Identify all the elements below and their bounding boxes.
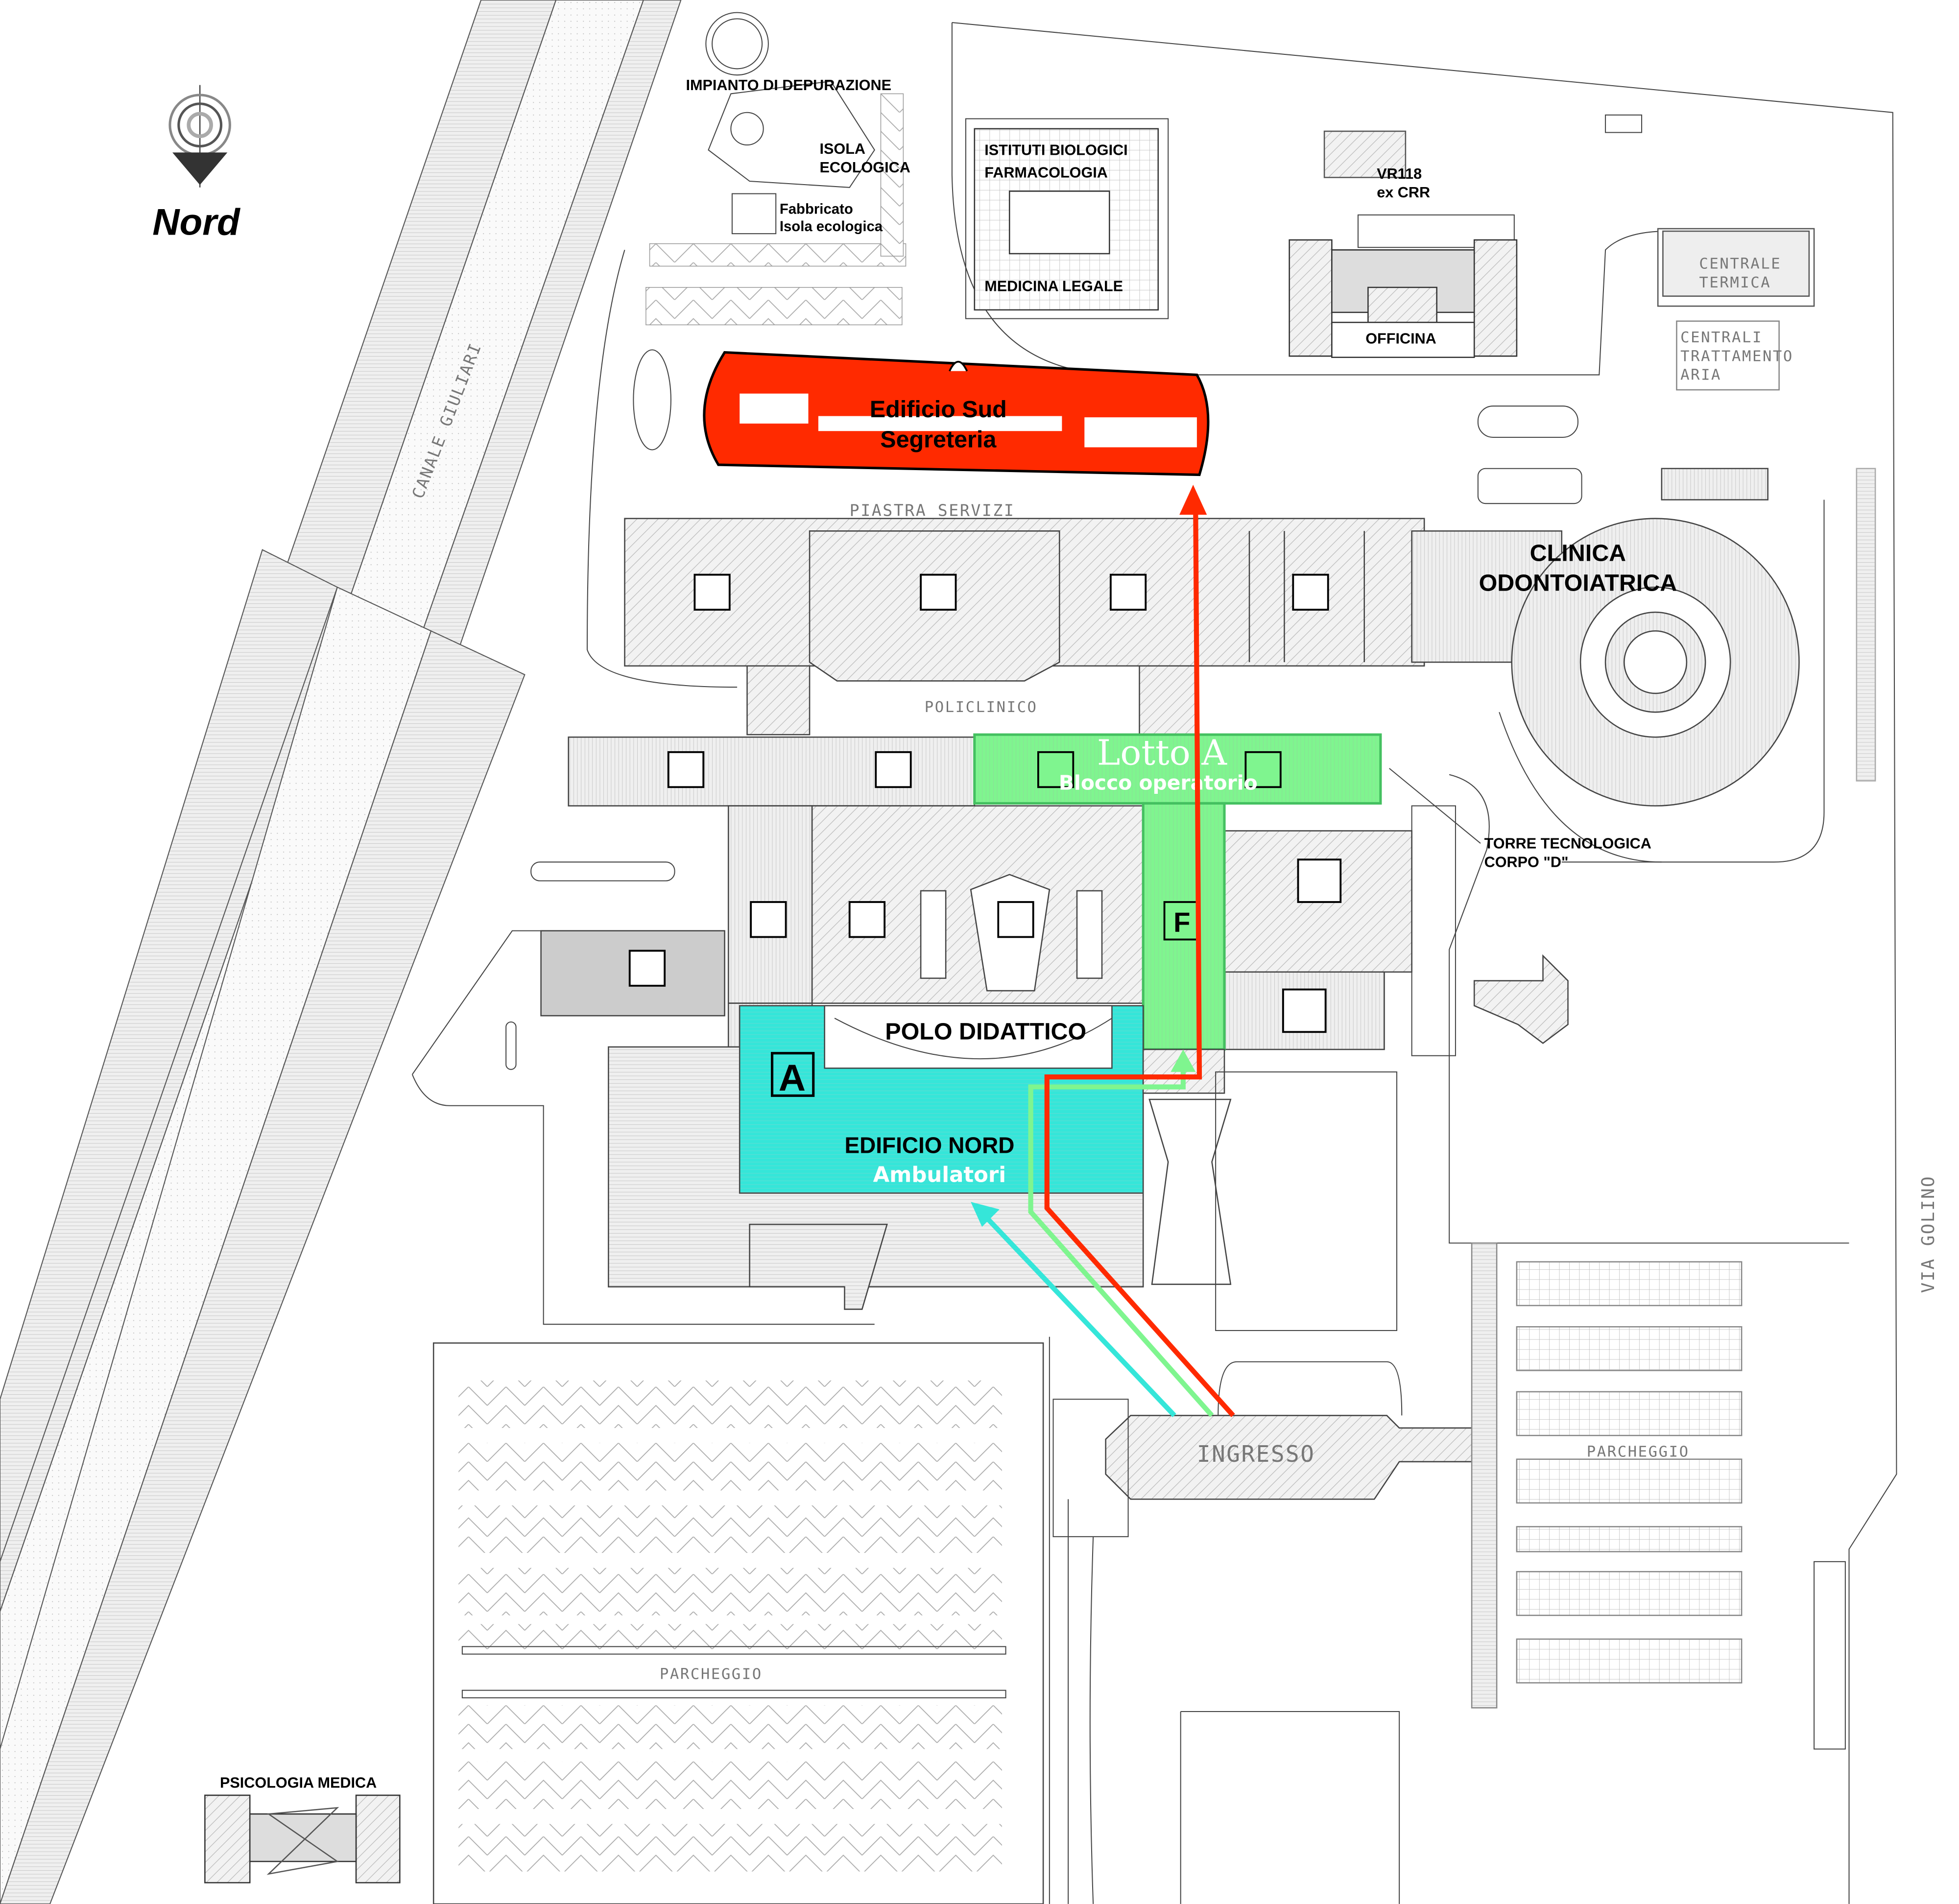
parcheggio-left: PARCHEGGIO	[432, 1342, 1044, 1904]
parcheggio-right-label: PARCHEGGIO	[1587, 1444, 1690, 1461]
centrali-label-1: CENTRALI	[1680, 329, 1763, 346]
ingresso-label: INGRESSO	[1197, 1441, 1315, 1467]
lotto-label-2: Blocco operatorio	[1059, 771, 1258, 794]
centrali-label-2: TRATTAMENTO	[1680, 348, 1793, 365]
ingresso-building: INGRESSO	[1052, 1361, 1475, 1537]
clinica-label-2: ODONTOIATRICA	[1479, 570, 1677, 596]
medicina-legale-label: MEDICINA LEGALE	[984, 278, 1123, 295]
edificio-sud-building: Edificio Sud Segreteria	[703, 351, 1210, 476]
istituti-label-2: FARMACOLOGIA	[984, 164, 1108, 181]
polo-didattico-label: POLO DIDATTICO	[885, 1019, 1086, 1045]
impianto-depurazione: IMPIANTO DI DEPURAZIONE ISOLA ECOLOGICA …	[645, 12, 910, 326]
marker-f: F	[1173, 907, 1190, 938]
parcheggio-left-label: PARCHEGGIO	[660, 1666, 763, 1683]
via-golino-label: VIA GOLINO	[1918, 1175, 1938, 1293]
istituti-label-1: ISTITUTI BIOLOGICI	[984, 142, 1127, 158]
piastra-servizi-label: PIASTRA SERVIZI	[850, 501, 1015, 520]
torre-label-2: CORPO "D"	[1484, 854, 1569, 871]
centrale-label-1: CENTRALE	[1699, 256, 1781, 273]
psicologia-label: PSICOLOGIA MEDICA	[220, 1775, 377, 1791]
vr118-label-2: ex CRR	[1377, 184, 1430, 201]
canale-giuliari: CANALE GIULIARI	[0, 0, 682, 1904]
torre-label-1: TORRE TECNOLOGICA	[1484, 835, 1651, 852]
route-red-edificio-sud	[1044, 484, 1235, 1417]
lotto-a-building: F Lotto A Blocco operatorio	[973, 732, 1382, 1051]
piastra-servizi-building	[624, 518, 1425, 736]
edificio-nord-label-2: Ambulatori	[873, 1163, 1006, 1187]
roads	[411, 22, 1897, 1904]
istituti-biologici-building: ISTITUTI BIOLOGICI FARMACOLOGIA MEDICINA…	[965, 118, 1169, 319]
isola-label-2: ECOLOGICA	[819, 159, 910, 176]
policlinico-building	[540, 736, 1412, 1050]
policlinico-label: POLICLINICO	[925, 699, 1038, 716]
isola-label-1: ISOLA	[819, 141, 865, 157]
centrale-label-2: TERMICA	[1699, 274, 1771, 291]
clinica-odontoiatrica-building: CLINICA ODONTOIATRICA	[1411, 468, 1800, 863]
edificio-nord-label-1: EDIFICIO NORD	[845, 1133, 1015, 1158]
compass-label: Nord	[152, 202, 241, 243]
officina-label: OFFICINA	[1365, 331, 1436, 347]
lotto-label-1: Lotto A	[1097, 732, 1227, 773]
marker-a: A	[779, 1057, 806, 1099]
fabbricato-label-1: Fabbricato	[780, 201, 853, 217]
route-green-lotto-a	[1028, 1049, 1214, 1417]
clinica-label-1: CLINICA	[1530, 540, 1626, 567]
impianto-label: IMPIANTO DI DEPURAZIONE	[686, 77, 892, 94]
edificio-sud-label-2: Segreteria	[880, 426, 997, 452]
officina-building: VR118 ex CRR OFFICINA	[1289, 130, 1518, 358]
psicologia-medica-building: PSICOLOGIA MEDICA	[204, 1775, 401, 1883]
edificio-sud-label-1: Edificio Sud	[870, 396, 1007, 423]
vr118-label-1: VR118	[1377, 166, 1422, 182]
fabbricato-label-2: Isola ecologica	[780, 218, 883, 235]
parcheggio-right: PARCHEGGIO	[1471, 468, 1876, 1750]
edificio-nord-building: POLO DIDATTICO A EDIFICIO NORD Ambulator…	[608, 1005, 1144, 1310]
centrale-termica-building: CENTRALE TERMICA CENTRALI TRATTAMENTO AR…	[1605, 114, 1815, 391]
centrali-label-3: ARIA	[1680, 367, 1721, 384]
north-compass: Nord	[152, 85, 241, 243]
route-cyan-edificio-nord	[971, 1202, 1176, 1417]
